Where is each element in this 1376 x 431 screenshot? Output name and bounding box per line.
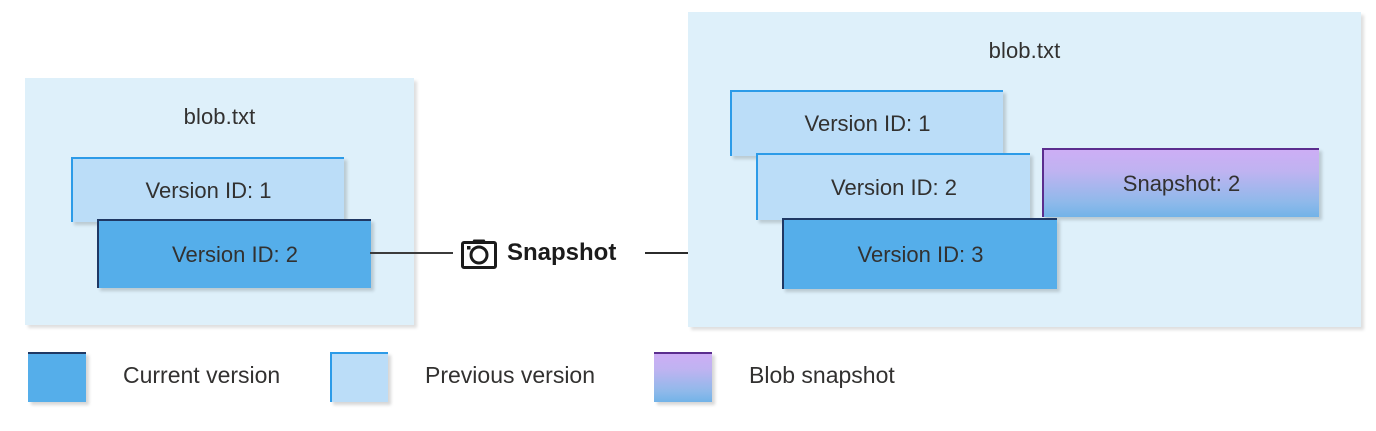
panel-after-title: blob.txt bbox=[988, 38, 1061, 63]
after-snapshot-label: Snapshot: 2 bbox=[1122, 170, 1241, 196]
blob-panel-before: blob.txt Version ID: 1 Version ID: 2 bbox=[25, 78, 414, 325]
panel-before-title: blob.txt bbox=[183, 104, 256, 129]
legend-label-previous-version: Previous version bbox=[425, 362, 596, 388]
before-version-2-box: Version ID: 2 bbox=[97, 219, 371, 288]
legend-swatch-current-version bbox=[28, 352, 86, 402]
snapshot-action-label: Snapshot bbox=[507, 239, 617, 266]
before-version-2-label: Version ID: 2 bbox=[172, 241, 298, 267]
legend-label-current-version: Current version bbox=[123, 362, 281, 388]
after-version-1-box: Version ID: 1 bbox=[730, 90, 1003, 156]
after-version-2-label: Version ID: 2 bbox=[831, 174, 957, 200]
legend: Current version Previous version Blob sn… bbox=[0, 352, 1376, 412]
legend-item-previous-version: Previous version bbox=[330, 352, 650, 407]
legend-item-blob-snapshot: Blob snapshot bbox=[654, 352, 954, 407]
legend-label-blob-snapshot: Blob snapshot bbox=[749, 362, 895, 388]
after-version-3-box: Version ID: 3 bbox=[782, 218, 1057, 289]
after-version-3-label: Version ID: 3 bbox=[857, 241, 984, 267]
after-version-2-box: Version ID: 2 bbox=[756, 153, 1030, 220]
legend-swatch-previous-version bbox=[330, 352, 388, 402]
before-version-1-box: Version ID: 1 bbox=[71, 157, 344, 222]
after-snapshot-box: Snapshot: 2 bbox=[1042, 148, 1319, 217]
blob-panel-after: blob.txt Version ID: 1 Version ID: 2 Sna… bbox=[688, 12, 1361, 327]
after-version-1-label: Version ID: 1 bbox=[804, 111, 931, 136]
legend-swatch-blob-snapshot bbox=[654, 352, 712, 402]
legend-item-current-version: Current version bbox=[28, 352, 328, 407]
connector-line-left bbox=[370, 252, 453, 254]
before-version-1-label: Version ID: 1 bbox=[145, 177, 272, 203]
camera-icon bbox=[461, 235, 497, 271]
